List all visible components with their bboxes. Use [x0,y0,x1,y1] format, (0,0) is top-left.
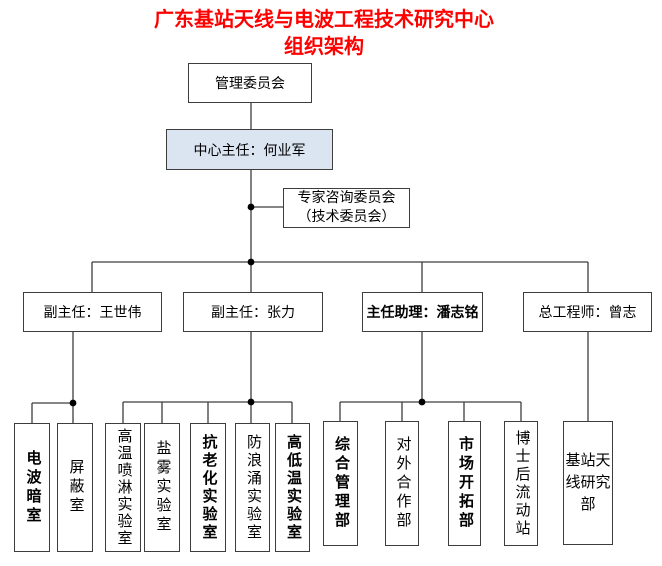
node-management-committee: 管理委员会 [188,63,312,103]
page-title-line1: 广东基站天线与电波工程技术研究中心 [154,9,494,31]
node-deputy-director-wang: 副主任：王世伟 [23,292,162,332]
node-lab-salt-spray: 盐雾实验室 [144,423,180,552]
node-lab-anti-aging: 抗老化实验室 [190,423,226,552]
node-deputy-director-zhang: 副主任：张力 [183,292,323,332]
node-label: 对外合作部 [394,436,411,531]
node-label: 基站天线研究部 [565,453,611,513]
node-expert-committee: 专家咨询委员会 （技术委员会） [283,188,410,228]
node-lab-high-low-temp: 高低温实验室 [275,423,310,552]
node-chief-engineer-zeng: 总工程师：曾志 [523,292,652,332]
node-label-line2: （技术委员会） [297,210,396,225]
node-lab-shielded-room: 屏蔽室 [57,423,93,552]
node-lab-high-temp-spray: 高温喷淋实验室 [105,423,141,552]
node-label: 副主任：张力 [211,306,295,321]
node-label: 高温喷淋实验室 [115,428,132,547]
node-label: 博士后流动站 [513,429,530,538]
node-label: 管理委员会 [215,77,285,92]
node-label: 电波暗室 [24,449,41,526]
node-label: 屏蔽室 [67,459,84,516]
node-center-director: 中心主任：何业军 [166,129,333,170]
node-label: 主任助理：潘志铭 [366,306,479,321]
node-label: 总工程师：曾志 [538,306,637,321]
node-label: 市场开拓部 [457,436,473,531]
page-title-line2: 组织架构 [284,36,364,58]
node-label: 防浪涌实验室 [245,433,261,542]
page-title: 广东基站天线与电波工程技术研究中心 组织架构 [0,7,648,61]
node-label: 中心主任：何业军 [193,143,306,159]
node-dept-postdoc-station: 博士后流动站 [504,421,538,546]
node-label: 高低温实验室 [285,433,301,542]
node-label: 综合管理部 [333,436,349,531]
node-label: 副主任：王世伟 [43,306,142,321]
node-director-assistant-pan: 主任助理：潘志铭 [362,292,483,332]
node-dept-external-cooperation: 对外合作部 [385,421,419,546]
node-lab-anechoic-chamber: 电波暗室 [14,423,50,552]
node-label: 盐雾实验室 [154,440,171,535]
node-dept-general-management: 综合管理部 [323,421,358,546]
node-dept-market-development: 市场开拓部 [448,421,481,546]
node-lab-anti-surge: 防浪涌实验室 [235,423,270,552]
node-dept-antenna-research: 基站天线研究部 [563,421,613,545]
node-label: 抗老化实验室 [200,433,217,542]
node-label-line1: 专家咨询委员会 [297,191,396,206]
